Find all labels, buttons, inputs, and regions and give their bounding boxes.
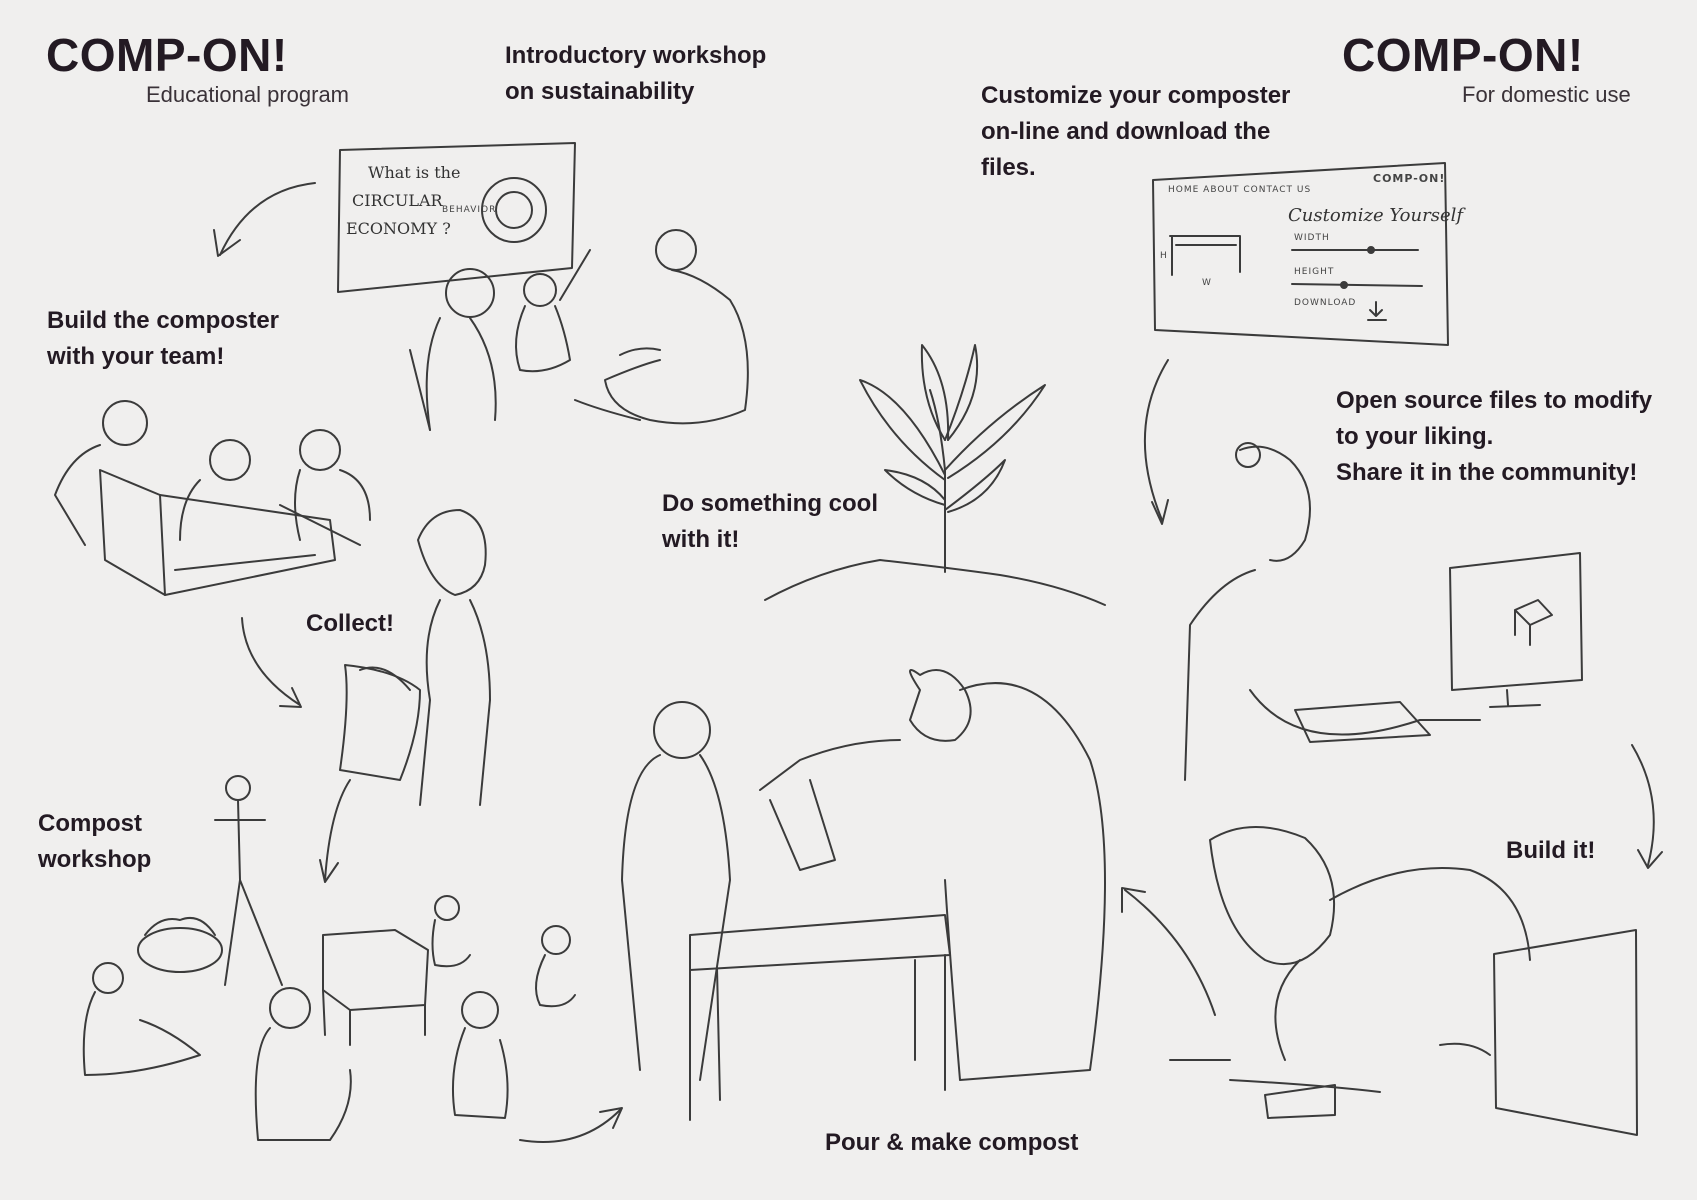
whiteboard-line-2: CIRCULAR [352, 191, 444, 210]
caption-intro-workshop: Introductory workshop on sustainability [505, 42, 767, 105]
flow-arrow-7 [1631, 744, 1655, 866]
flow-arrow-4-head [599, 1107, 623, 1129]
caption-compost-workshop: Compost workshop [38, 810, 152, 873]
caption-collect: Collect! [306, 610, 395, 637]
caption-pour-compost: Pour & make compost [825, 1129, 1079, 1156]
caption-build-team: Build the composter with your team! [47, 307, 280, 370]
left-brand-subtitle: Educational program [146, 82, 350, 107]
caption-open-source: Open source files to modify to your liki… [1336, 387, 1653, 486]
flow-arrow-3-head [319, 859, 339, 883]
download-icon [1367, 301, 1387, 321]
workshop-group-sketch [409, 229, 749, 431]
flow-arrow-4 [519, 1109, 621, 1143]
build-team-sketch [54, 400, 371, 596]
flow-arrow-6-head [1151, 499, 1169, 525]
mockup-height-label: HEIGHT [1294, 267, 1334, 277]
collect-sketch [339, 509, 491, 806]
flow-arrow-7-head [1637, 849, 1663, 869]
flow-arrow-5-head [1121, 887, 1146, 913]
computer-user-sketch [1184, 442, 1583, 781]
flow-arrow-6 [1143, 359, 1169, 521]
mockup-heading: Customize Yourself [1288, 205, 1466, 226]
caption-build-it: Build it! [1506, 837, 1596, 864]
flow-arrow-1 [219, 182, 316, 256]
whiteboard-sketch: What is the CIRCULAR ECONOMY ? BEHAVIOR [337, 142, 576, 293]
mockup-dim-w: W [1202, 278, 1212, 288]
web-mockup-sketch: HOME ABOUT CONTACT US COMP-ON! Customize… [1152, 162, 1466, 346]
whiteboard-line-1: What is the [368, 163, 460, 182]
plant-sketch [764, 344, 1106, 606]
left-brand-title: COMP-ON! [46, 29, 288, 81]
caption-do-something-cool: Do something cool with it! [662, 490, 878, 553]
flow-arrow-2-head [279, 687, 302, 708]
flow-arrow-1-head [213, 229, 241, 257]
mockup-width-label: WIDTH [1294, 233, 1330, 243]
circular-economy-icon [481, 177, 547, 243]
whiteboard-line-3: ECONOMY ? [346, 219, 451, 238]
caption-customize: Customize your composter on-line and dow… [981, 82, 1291, 181]
pour-compost-sketch [621, 669, 1106, 1121]
right-brand-subtitle: For domestic use [1462, 82, 1631, 107]
flow-arrow-3 [324, 779, 351, 881]
flow-arrow-2 [241, 617, 301, 706]
build-it-sketch [1169, 826, 1638, 1136]
right-brand-title: COMP-ON! [1342, 29, 1584, 81]
mockup-dim-h: H [1160, 251, 1168, 261]
mockup-download-label: DOWNLOAD [1294, 298, 1356, 308]
compost-workshop-sketch [82, 775, 576, 1141]
whiteboard-note: BEHAVIOR [442, 205, 496, 215]
mockup-brand: COMP-ON! [1373, 172, 1445, 185]
flow-arrow-5 [1124, 889, 1216, 1016]
mockup-nav: HOME ABOUT CONTACT US [1168, 185, 1311, 195]
